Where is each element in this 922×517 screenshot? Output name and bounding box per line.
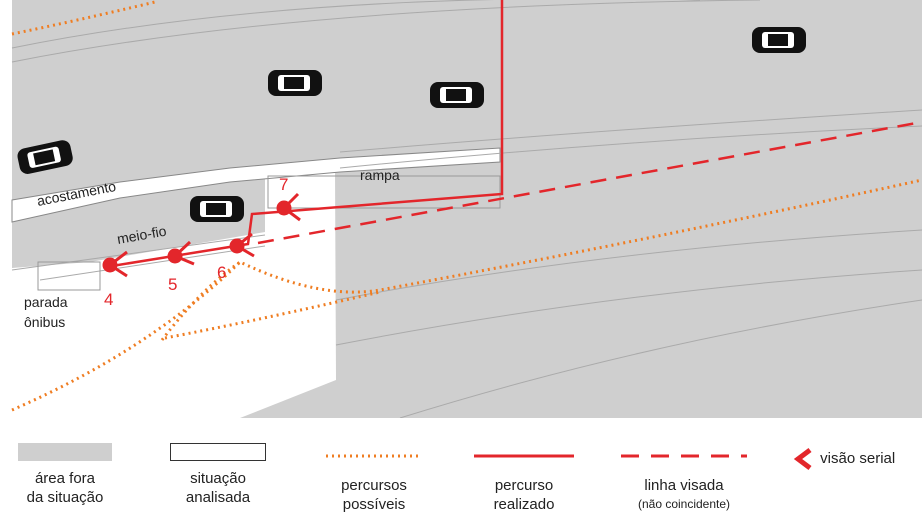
car-icon xyxy=(17,140,73,174)
legend-possible-paths: percursos possíveis xyxy=(318,418,430,514)
label-rampa: rampa xyxy=(360,167,400,183)
car-icon xyxy=(752,27,806,53)
analysed-area xyxy=(12,170,336,418)
legend-realised-route: percurso realizado xyxy=(468,418,580,514)
legend-text: (não coincidente) xyxy=(637,497,731,511)
point-number-6: 6 xyxy=(217,263,226,282)
legend-text: da situação xyxy=(26,489,104,506)
legend-situation: situação analisada xyxy=(158,418,278,507)
point-number-5: 5 xyxy=(168,275,177,294)
outside-area-swatch xyxy=(18,443,112,461)
realised-route xyxy=(111,0,504,268)
legend-text: linha visada xyxy=(644,477,724,494)
site-plan-diagram: acostamento rampa meio-fio parada ônibus… xyxy=(11,0,922,418)
car-icon xyxy=(190,196,244,222)
road-lines xyxy=(11,0,922,418)
legend-text: visão serial xyxy=(820,449,896,467)
situation-swatch xyxy=(170,443,266,461)
solid-line-swatch xyxy=(474,454,574,458)
road-shoulder xyxy=(11,147,501,223)
vision-marker-6 xyxy=(229,232,255,258)
legend: área fora da situação situação analisada… xyxy=(0,418,922,517)
legend-text: percursos xyxy=(341,477,407,494)
vision-icon xyxy=(793,448,812,470)
legend-text: realizado xyxy=(493,496,555,513)
legend-text: percurso xyxy=(494,477,554,494)
legend-text: analisada xyxy=(185,489,251,506)
vision-marker-4 xyxy=(102,250,128,278)
vision-marker-5 xyxy=(167,240,195,266)
line-of-sight xyxy=(257,120,922,245)
dotted-line-swatch xyxy=(326,454,422,458)
legend-line-of-sight: linha visada (não coincidente) xyxy=(618,418,750,514)
legend-text: área fora xyxy=(34,470,96,487)
car-icon xyxy=(268,70,322,96)
legend-text: situação xyxy=(190,470,246,487)
vision-marker-7 xyxy=(276,192,301,222)
legend-text: possíveis xyxy=(342,496,406,513)
legend-serial-vision: visão serial xyxy=(790,446,922,472)
dashed-line-swatch xyxy=(621,454,747,458)
point-number-4: 4 xyxy=(104,290,113,309)
label-parada: parada xyxy=(24,294,68,310)
legend-outside-area: área fora da situação xyxy=(10,418,120,507)
possible-paths xyxy=(11,0,922,412)
label-onibus: ônibus xyxy=(24,314,65,330)
bus-stop-box xyxy=(37,261,101,291)
point-number-7: 7 xyxy=(279,175,288,194)
ramp-box xyxy=(267,175,501,209)
car-icon xyxy=(430,82,484,108)
